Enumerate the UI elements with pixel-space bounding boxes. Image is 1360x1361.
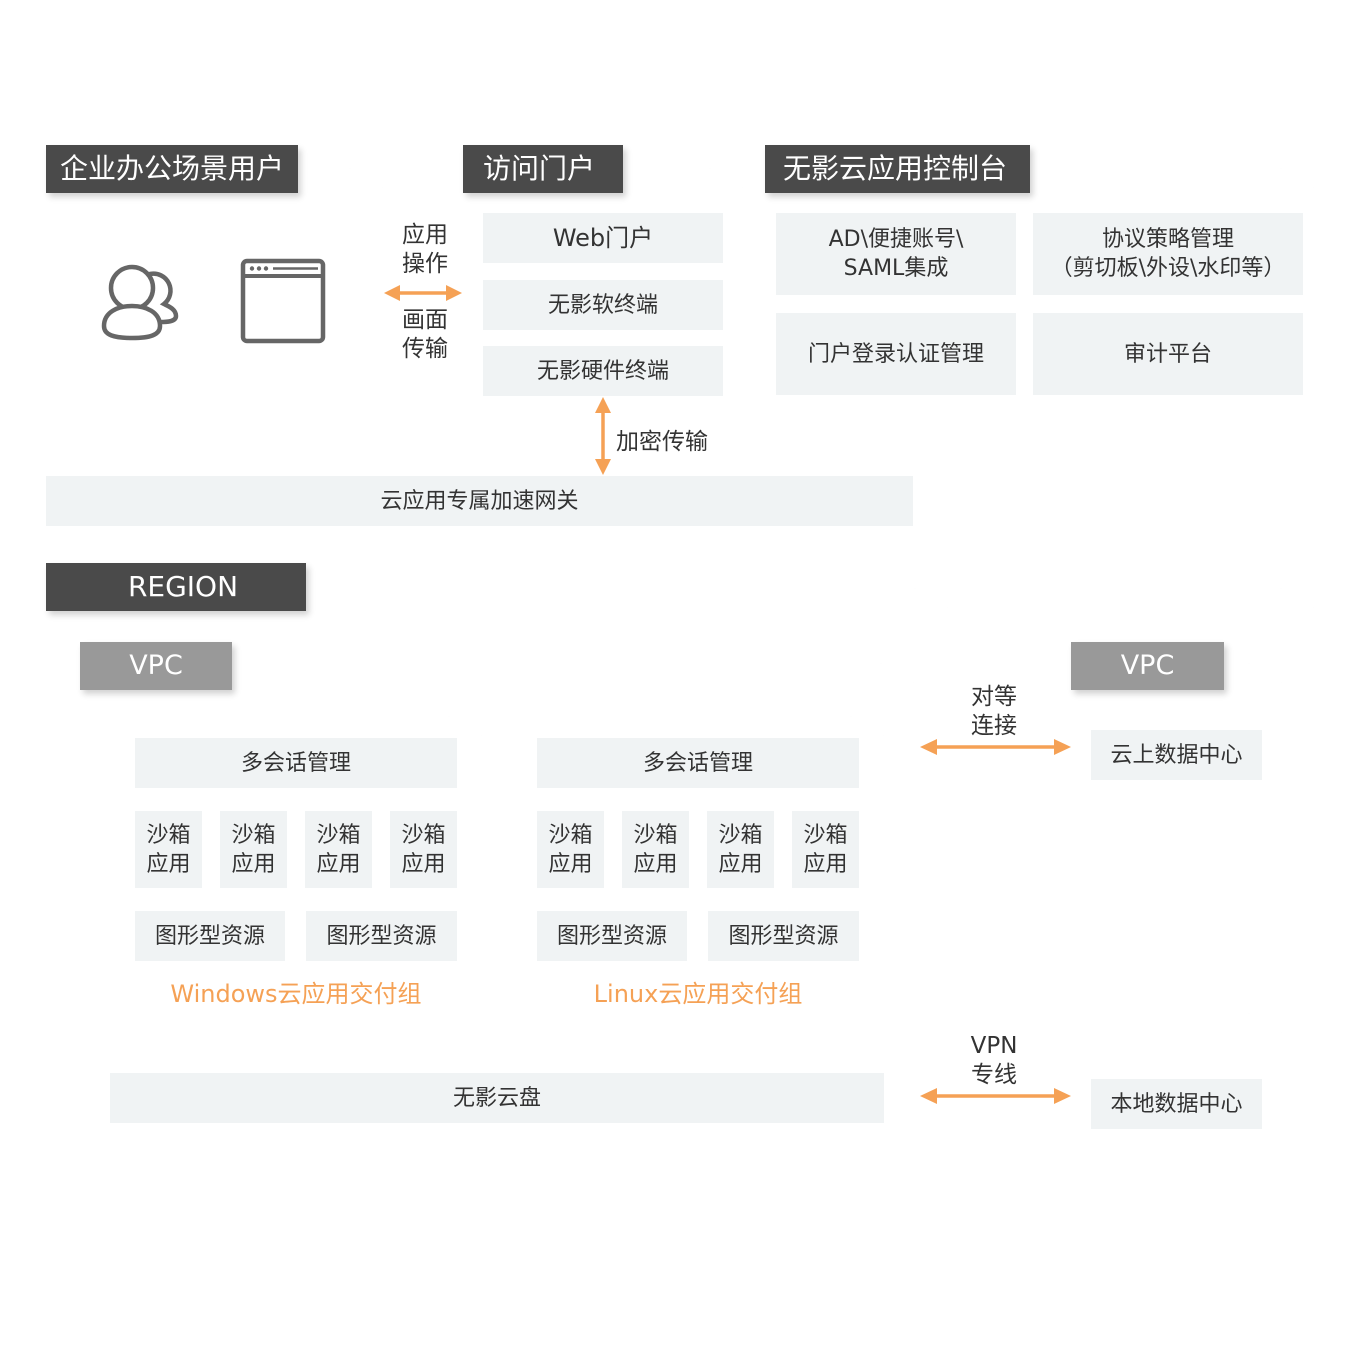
vpc-title: VPC xyxy=(80,642,232,690)
box-line: 沙箱 xyxy=(401,822,446,848)
box-line: 应用 xyxy=(718,851,763,877)
arrow-peering xyxy=(920,739,1071,755)
box-line: 沙箱 xyxy=(718,822,763,848)
portal-item-web: Web门户 xyxy=(483,213,723,263)
local-datacenter: 本地数据中心 xyxy=(1091,1079,1262,1129)
box-line: 应用 xyxy=(633,851,678,877)
users-icon xyxy=(98,258,184,342)
windows-sandbox-app: 沙箱 应用 xyxy=(220,811,287,888)
box-line: 协议策略管理 xyxy=(1101,227,1234,252)
browser-window-icon xyxy=(240,258,326,344)
link-label-line: 操作 xyxy=(402,251,448,277)
cloud-disk-bar: 无影云盘 xyxy=(110,1073,884,1123)
arrow-portal-gateway xyxy=(595,397,611,475)
link-users-portal-label-top: 应用 操作 xyxy=(396,221,454,279)
link-label-line: VPN xyxy=(970,1033,1018,1059)
box-line: 应用 xyxy=(231,851,276,877)
box-line: 应用 xyxy=(146,851,191,877)
cloud-datacenter: 云上数据中心 xyxy=(1091,730,1262,780)
windows-graphic-resource: 图形型资源 xyxy=(135,911,285,961)
windows-group-name: Windows云应用交付组 xyxy=(170,980,422,1008)
windows-sandbox-app: 沙箱 应用 xyxy=(305,811,372,888)
region-title: REGION xyxy=(46,563,306,611)
box-line: 沙箱 xyxy=(803,822,848,848)
console-item-login-auth: 门户登录认证管理 xyxy=(776,313,1016,395)
box-line: 沙箱 xyxy=(548,822,593,848)
windows-sandbox-app: 沙箱 应用 xyxy=(135,811,202,888)
box-line: 应用 xyxy=(548,851,593,877)
console-item-audit: 审计平台 xyxy=(1033,313,1303,395)
box-line: 沙箱 xyxy=(316,822,361,848)
box-line: 应用 xyxy=(316,851,361,877)
link-vpn-label: VPN 专线 xyxy=(958,1032,1030,1090)
portal-item-soft-terminal: 无影软终端 xyxy=(483,280,723,330)
linux-group-name: Linux云应用交付组 xyxy=(593,980,803,1008)
link-peering-label: 对等 连接 xyxy=(960,683,1028,741)
box-line: 沙箱 xyxy=(231,822,276,848)
linux-sandbox-app: 沙箱 应用 xyxy=(707,811,774,888)
users-title: 企业办公场景用户 xyxy=(46,145,298,193)
box-line: 应用 xyxy=(803,851,848,877)
gateway-bar: 云应用专属加速网关 xyxy=(46,476,913,526)
box-line: 应用 xyxy=(401,851,446,877)
windows-session-management: 多会话管理 xyxy=(135,738,457,788)
portal-title: 访问门户 xyxy=(463,145,623,193)
link-encrypted-label: 加密传输 xyxy=(616,429,708,455)
users-panel xyxy=(46,168,383,416)
linux-sandbox-app: 沙箱 应用 xyxy=(622,811,689,888)
box-line: 审计平台 xyxy=(1123,341,1212,367)
box-line: 沙箱 xyxy=(146,822,191,848)
box-line: SAML集成 xyxy=(843,256,949,281)
box-line: （剪切板\外设\水印等） xyxy=(1050,256,1286,281)
link-label-line: 对等 xyxy=(971,684,1017,710)
link-label-line: 专线 xyxy=(971,1062,1017,1088)
linux-graphic-resource: 图形型资源 xyxy=(537,911,687,961)
link-label-line: 画面 xyxy=(402,307,448,333)
linux-session-management: 多会话管理 xyxy=(537,738,859,788)
box-line: 门户登录认证管理 xyxy=(807,341,984,367)
link-users-portal-label-bottom: 画面 传输 xyxy=(396,306,454,364)
arrow-vpn xyxy=(920,1088,1071,1104)
linux-sandbox-app: 沙箱 应用 xyxy=(792,811,859,888)
linux-sandbox-app: 沙箱 应用 xyxy=(537,811,604,888)
console-item-ad-saml: AD\便捷账号\ SAML集成 xyxy=(776,213,1016,295)
console-title: 无影云应用控制台 xyxy=(765,145,1030,193)
windows-graphic-resource: 图形型资源 xyxy=(306,911,457,961)
link-label-line: 连接 xyxy=(971,713,1017,739)
link-label-line: 应用 xyxy=(402,222,448,248)
linux-graphic-resource: 图形型资源 xyxy=(708,911,859,961)
portal-item-hardware-terminal: 无影硬件终端 xyxy=(483,346,723,396)
console-item-protocol-policy: 协议策略管理 （剪切板\外设\水印等） xyxy=(1033,213,1303,295)
box-line: 沙箱 xyxy=(633,822,678,848)
windows-sandbox-app: 沙箱 应用 xyxy=(390,811,457,888)
link-label-line: 传输 xyxy=(402,336,448,362)
remote-vpc-title: VPC xyxy=(1071,642,1224,690)
arrow-users-portal xyxy=(384,285,462,301)
box-line: AD\便捷账号\ xyxy=(828,227,964,252)
